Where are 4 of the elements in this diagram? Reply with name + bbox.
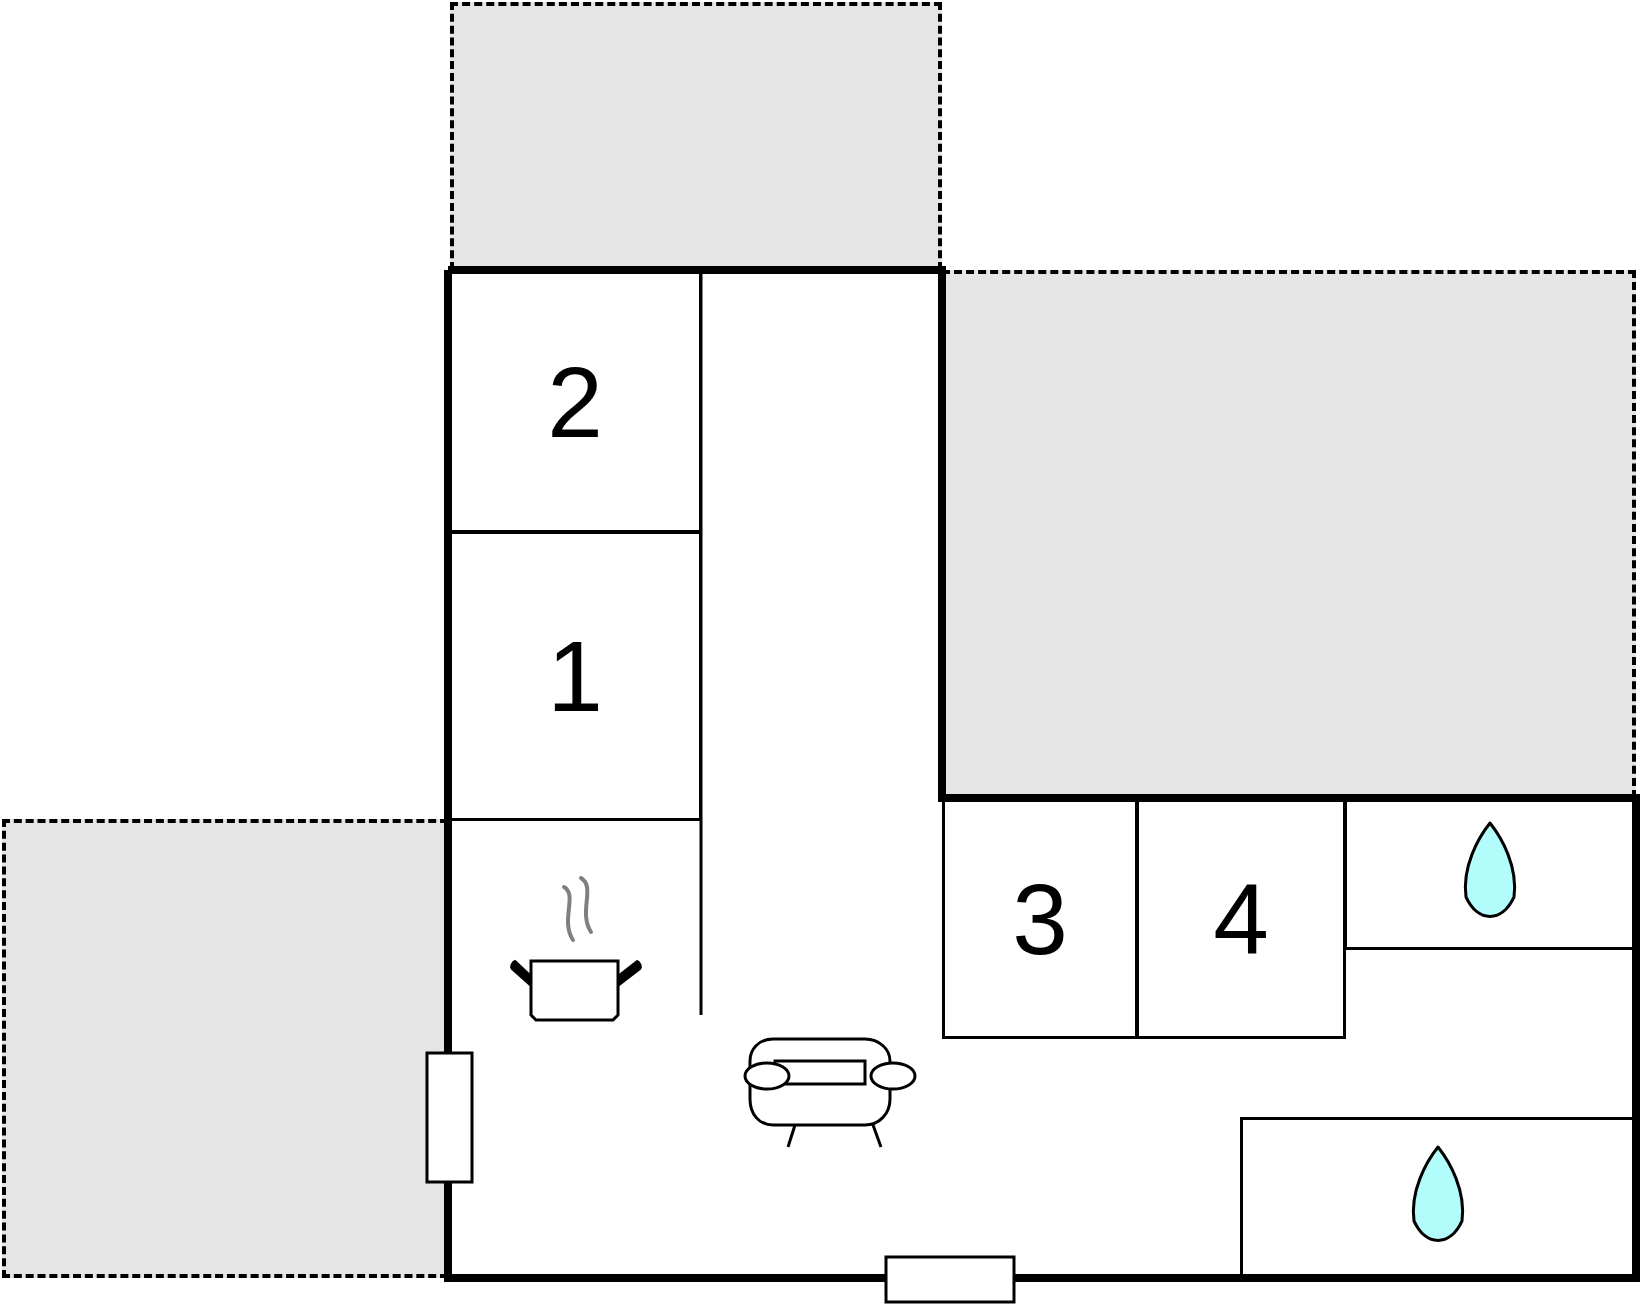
room-number: 1 xyxy=(547,626,603,726)
room-number: 2 xyxy=(547,351,603,452)
room-number: 3 xyxy=(1012,868,1068,969)
room-number: 4 xyxy=(1213,868,1269,969)
